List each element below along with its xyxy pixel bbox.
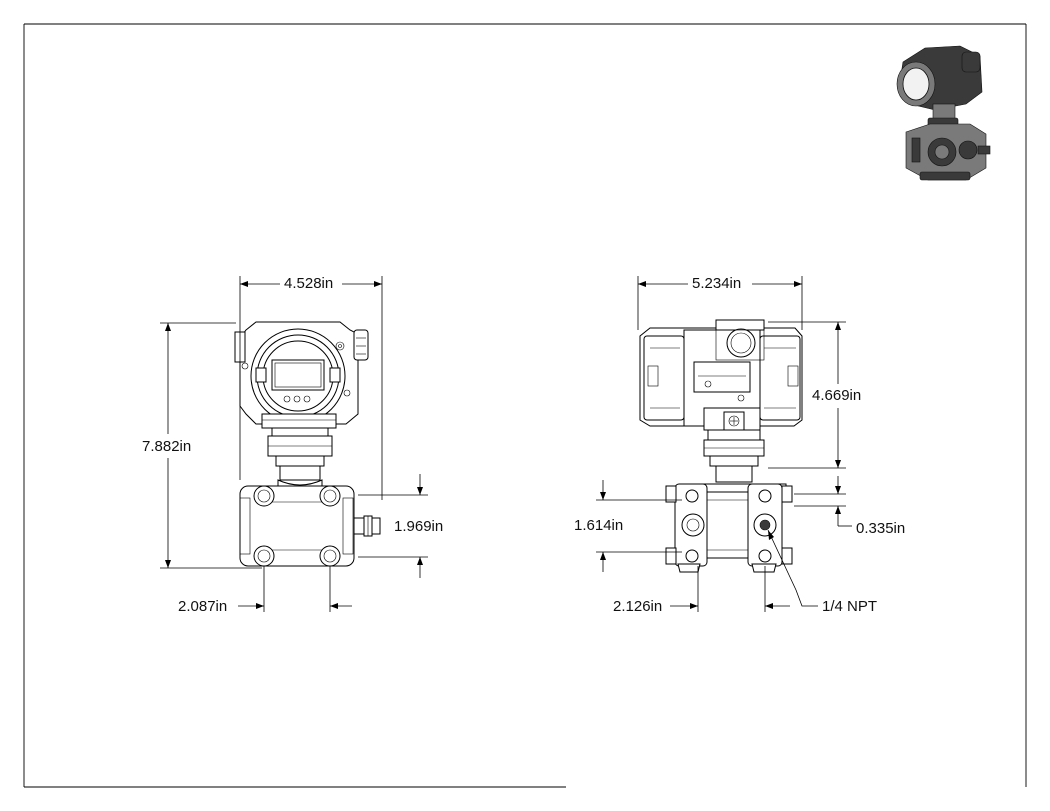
dim-bolt-spacing-side: 2.126in <box>613 598 663 615</box>
dim-offset: 0.335in <box>856 520 906 537</box>
dim-total-height: 7.882in <box>142 438 192 455</box>
dim-flange-span: 1.614in <box>574 517 624 534</box>
dim-side-width: 5.234in <box>692 275 742 292</box>
sheet-border <box>23 23 1027 788</box>
dim-port-thread: 1/4 NPT <box>822 598 878 615</box>
dim-front-width: 4.528in <box>284 275 334 292</box>
isometric-render-icon <box>896 45 991 181</box>
dim-housing-height: 4.669in <box>812 387 862 404</box>
side-view-dimensions <box>596 276 852 612</box>
dim-flange-height: 1.969in <box>394 518 444 535</box>
dim-bolt-spacing-front: 2.087in <box>178 598 228 615</box>
front-view <box>234 321 381 567</box>
front-view-dimensions <box>160 276 428 612</box>
side-view <box>639 319 803 573</box>
